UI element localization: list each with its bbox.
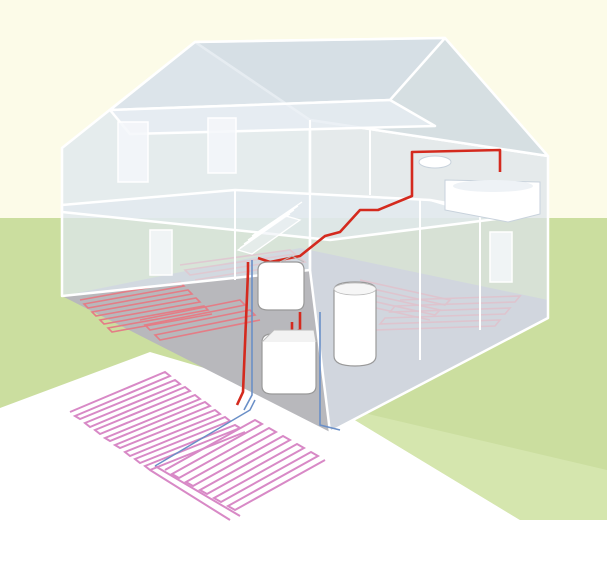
grass-foreground-strip (330, 405, 607, 520)
return-pipe-inside (243, 260, 341, 431)
washbasin (418, 155, 452, 169)
return-pipe-outside (154, 399, 256, 467)
bathtub (444, 179, 541, 223)
buffer-unit (257, 255, 305, 311)
heat-pump-unit (261, 329, 317, 395)
window-upper-left (117, 121, 149, 183)
window-lower-right (489, 231, 513, 283)
windows (117, 117, 513, 283)
ground-collector-loops (69, 370, 326, 521)
window-upper-mid (207, 117, 237, 174)
hot-water-cylinder (333, 281, 377, 367)
window-lower-left (149, 229, 173, 276)
staircase (236, 201, 303, 255)
